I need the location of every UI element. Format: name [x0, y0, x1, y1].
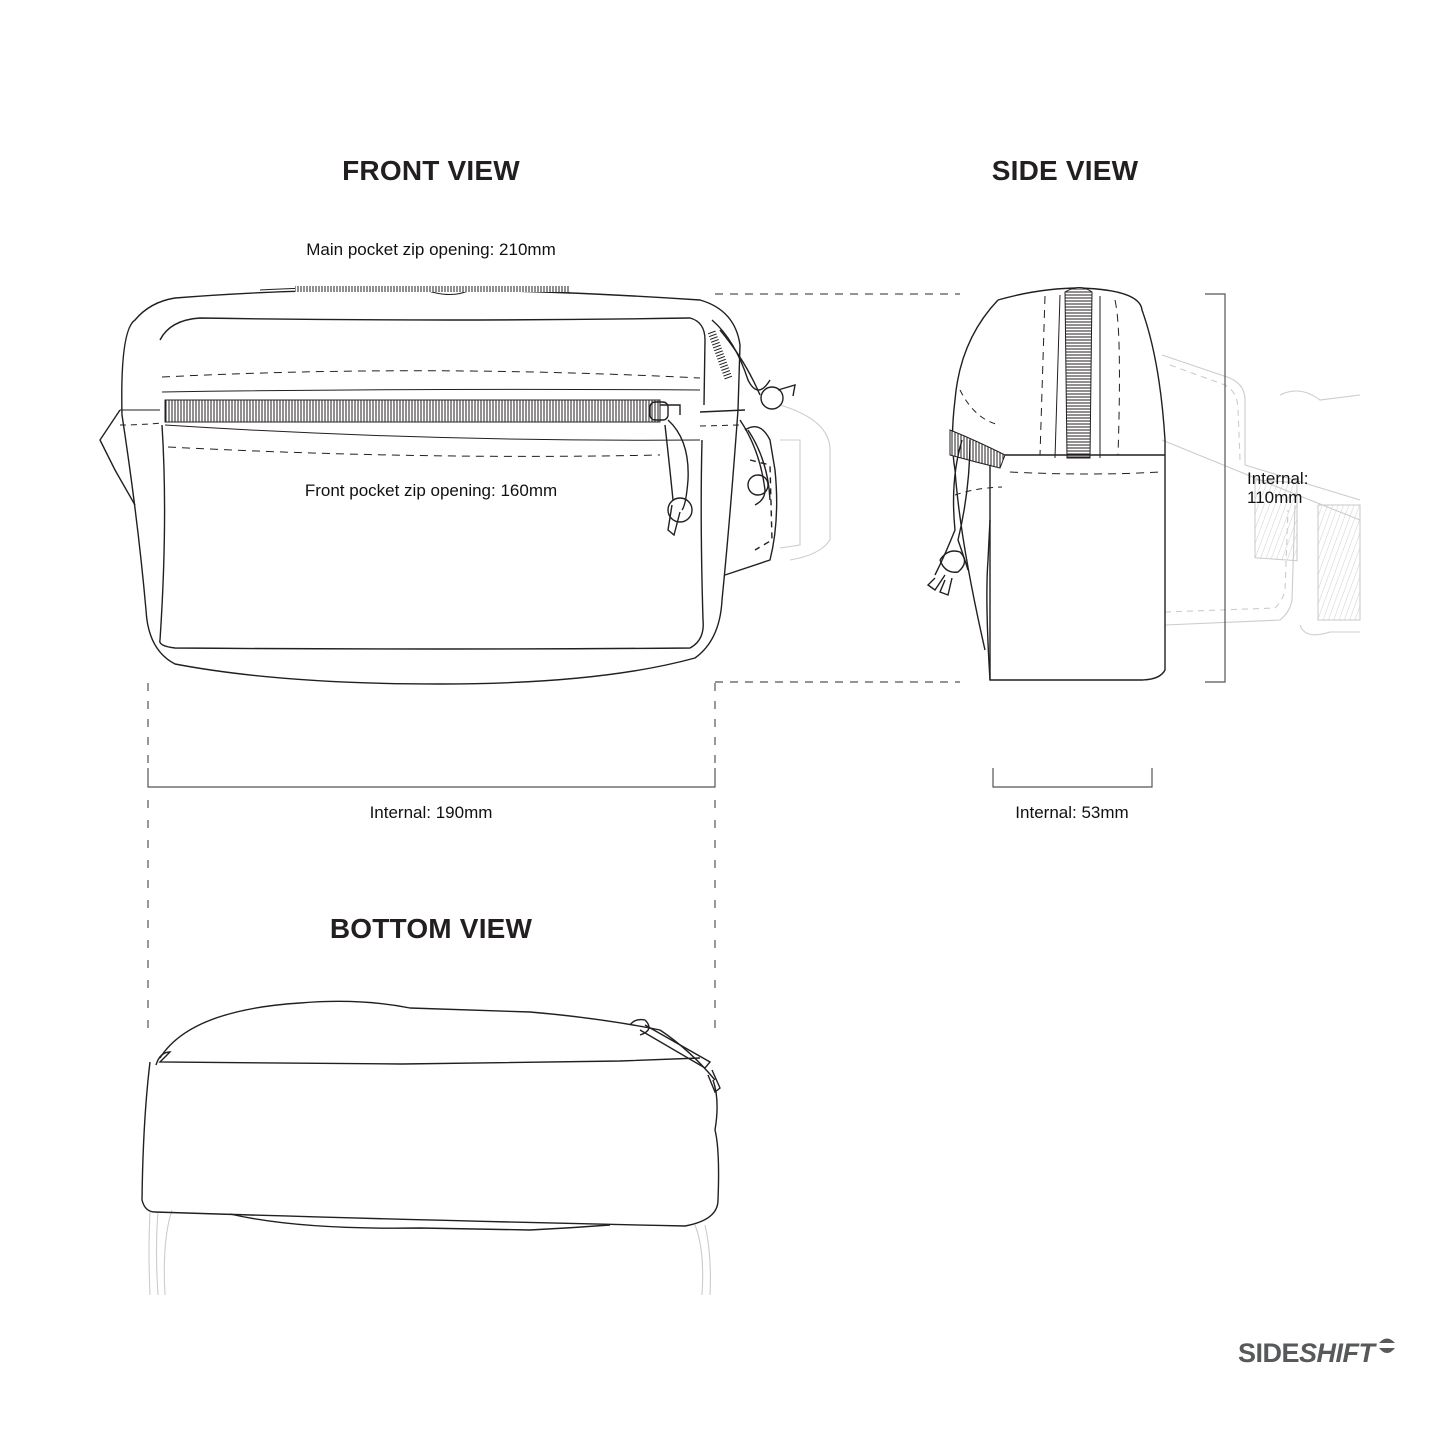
internal-width-label: Internal: 190mm	[369, 803, 493, 822]
front-view-heading: FRONT VIEW	[342, 155, 520, 186]
side-view-heading: SIDE VIEW	[991, 155, 1139, 186]
bottom-view-drawing	[141, 1000, 721, 1296]
internal-height-label-line2: 110mm	[1247, 488, 1303, 507]
logo-text-side: SIDE	[1238, 1338, 1300, 1368]
main-pocket-zip-label: Main pocket zip opening: 210mm	[306, 240, 556, 259]
logo-mark-icon	[1378, 1338, 1395, 1353]
front-pocket-zip-label: Front pocket zip opening: 160mm	[304, 481, 558, 500]
internal-depth-label: Internal: 53mm	[1015, 803, 1129, 822]
internal-height-label-line1: Internal:	[1247, 469, 1309, 488]
bottom-view-heading: BOTTOM VIEW	[329, 913, 533, 944]
logo-text-shift: SHIFT	[1299, 1338, 1375, 1368]
side-view-drawing	[926, 287, 1361, 681]
front-view-drawing	[99, 286, 831, 685]
internal-height-label: Internal: 110mm	[1247, 469, 1308, 507]
